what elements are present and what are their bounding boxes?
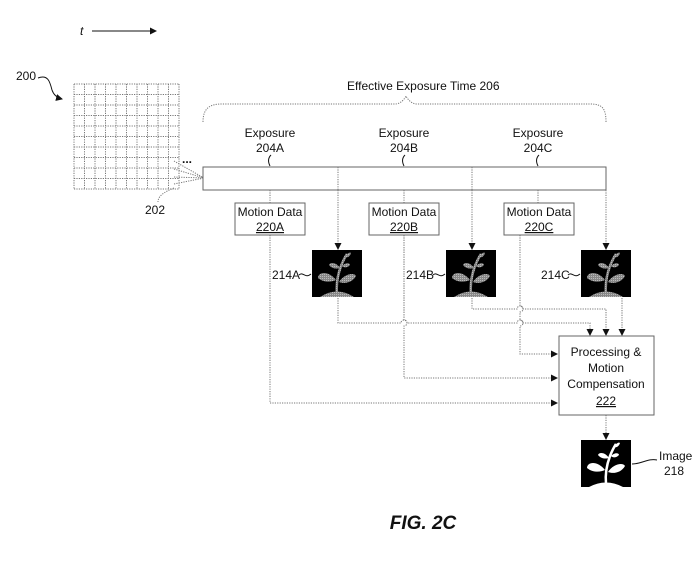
effective-exposure-brace (202, 94, 607, 123)
motion-data-box-b: Motion Data 220B (368, 202, 440, 236)
svg-text:214B: 214B (406, 268, 434, 282)
output-image-218: Image 218 (579, 438, 693, 489)
svg-text:Motion Data: Motion Data (238, 205, 303, 219)
svg-text:218: 218 (664, 464, 684, 478)
exposure-label-b: Exposure 204B (379, 126, 430, 167)
exposure-label-c: Exposure 204C (513, 126, 564, 167)
svg-text:Exposure: Exposure (379, 126, 430, 140)
frame-214c: 214C (541, 248, 633, 299)
sensor-ref-leader (37, 76, 63, 101)
svg-text:214A: 214A (272, 268, 300, 282)
svg-text:222: 222 (596, 394, 616, 408)
pixel-ref-label: 202 (145, 203, 165, 217)
time-axis-label: t (80, 24, 84, 38)
sensor-ref-label: 200 (16, 69, 36, 83)
ellipsis: ... (182, 152, 192, 166)
plant-icon (310, 248, 364, 299)
svg-text:Motion Data: Motion Data (372, 205, 437, 219)
frame-214b: 214B (406, 248, 498, 299)
svg-text:204A: 204A (256, 141, 284, 155)
svg-text:220B: 220B (390, 220, 418, 234)
plant-icon (579, 438, 633, 489)
exposure-label-a: Exposure 204A (245, 126, 296, 167)
svg-text:Processing &: Processing & (571, 345, 642, 359)
image-sensor-grid (73, 83, 180, 190)
svg-text:Motion Data: Motion Data (507, 205, 572, 219)
svg-text:220C: 220C (525, 220, 554, 234)
frame-214a: 214A (272, 248, 364, 299)
effective-exposure-label: Effective Exposure Time 206 (347, 79, 500, 93)
svg-text:Image: Image (659, 449, 693, 463)
figure-caption: FIG. 2C (390, 513, 457, 534)
svg-text:Motion: Motion (588, 361, 624, 375)
pixel-readout-lines (173, 160, 205, 185)
connector-lines (269, 190, 626, 440)
motion-data-box-c: Motion Data 220C (503, 202, 575, 236)
svg-text:Exposure: Exposure (513, 126, 564, 140)
processing-motion-compensation-box: Processing & Motion Compensation 222 (558, 335, 655, 416)
exposure-timeline-bar (202, 166, 607, 191)
svg-text:204B: 204B (390, 141, 418, 155)
plant-icon (579, 248, 633, 299)
svg-text:214C: 214C (541, 268, 570, 282)
svg-text:204C: 204C (524, 141, 553, 155)
svg-text:Compensation: Compensation (567, 377, 644, 391)
svg-text:220A: 220A (256, 220, 284, 234)
motion-data-box-a: Motion Data 220A (234, 202, 306, 236)
svg-text:Exposure: Exposure (245, 126, 296, 140)
plant-icon (444, 248, 498, 299)
pixel-ref-leader (157, 187, 175, 203)
